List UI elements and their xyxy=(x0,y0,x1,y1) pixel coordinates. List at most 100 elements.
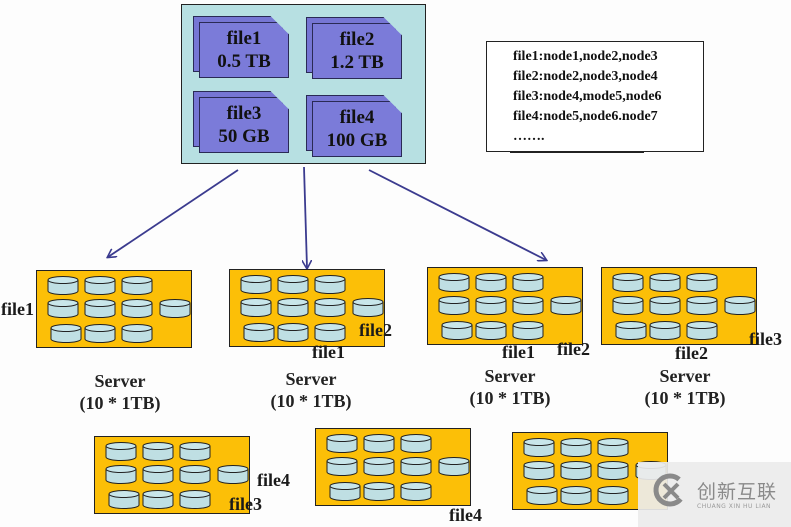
disk-icon xyxy=(314,275,346,294)
disk-icon xyxy=(105,442,137,461)
file-name: file4 xyxy=(339,107,375,128)
disk-icon xyxy=(142,490,174,509)
server-2-caption: Server (10 * 1TB) xyxy=(231,368,391,412)
disk-icon xyxy=(352,298,384,317)
disk-icon xyxy=(400,482,432,501)
disk-icon xyxy=(108,490,140,509)
disk-icon xyxy=(326,457,358,476)
disk-icon xyxy=(363,482,395,501)
disk-icon xyxy=(649,273,681,292)
disk-icon xyxy=(277,275,309,294)
arrow-to-server-2 xyxy=(304,166,307,268)
server-1-label-file1: file1 xyxy=(1,299,34,319)
disk-icon xyxy=(326,434,358,453)
disk-icon xyxy=(243,323,275,342)
mapping-line: file2:node2,node3,node4 xyxy=(513,69,658,84)
document-icon xyxy=(312,101,402,157)
disk-icon xyxy=(475,296,507,315)
server-2-label-file2: file2 xyxy=(359,320,392,340)
disk-icon xyxy=(438,457,470,476)
disk-icon xyxy=(560,486,592,505)
disk-icon xyxy=(523,438,555,457)
disk-icon xyxy=(597,461,629,480)
disk-icon xyxy=(240,298,272,317)
mapping-line: file4:node5,node6.node7 xyxy=(513,109,658,124)
disk-icon xyxy=(314,323,346,342)
disk-icon xyxy=(142,442,174,461)
disk-icon xyxy=(512,296,544,315)
document-icon xyxy=(312,23,402,79)
watermark xyxy=(638,462,791,527)
mapping-line: file3:node4,mode5,node6 xyxy=(513,89,662,104)
document-icon xyxy=(199,22,289,78)
disk-icon xyxy=(121,299,153,318)
server-6 xyxy=(315,428,471,506)
server-3-label-file2: file2 xyxy=(557,339,590,359)
file-size: 50 GB xyxy=(218,126,270,147)
disk-icon xyxy=(597,486,629,505)
disk-icon xyxy=(615,321,647,340)
server-5-label-file3: file3 xyxy=(229,494,262,514)
disk-icon xyxy=(686,273,718,292)
disk-icon xyxy=(724,296,756,315)
disk-icon xyxy=(512,273,544,292)
caption-title: Server xyxy=(94,371,146,391)
disk-icon xyxy=(50,324,82,343)
server-1 xyxy=(36,270,192,348)
disk-icon xyxy=(179,465,211,484)
caption-capacity: (10 * 1TB) xyxy=(270,391,352,411)
file-name: file3 xyxy=(226,103,262,124)
mapping-line: ……. xyxy=(513,129,545,144)
disk-icon xyxy=(277,298,309,317)
file-size: 0.5 TB xyxy=(217,51,271,72)
mapping-line: file1:node1,node2,node3 xyxy=(513,49,658,64)
server-4-caption: Server (10 * 1TB) xyxy=(605,365,765,409)
server-5 xyxy=(94,436,250,514)
disk-icon xyxy=(475,321,507,340)
disk-icon xyxy=(329,482,361,501)
server-3 xyxy=(427,267,583,345)
server-3-caption: Server (10 * 1TB) xyxy=(430,365,590,409)
disk-icon xyxy=(47,276,79,295)
disk-icon xyxy=(612,273,644,292)
disk-icon xyxy=(612,296,644,315)
watermark-subtext: CHUANG XIN HU LIAN xyxy=(697,503,772,510)
disk-icon xyxy=(475,273,507,292)
caption-capacity: (10 * 1TB) xyxy=(79,393,161,413)
caption-capacity: (10 * 1TB) xyxy=(644,388,726,408)
disk-icon xyxy=(84,299,116,318)
disk-icon xyxy=(240,275,272,294)
file-size: 1.2 TB xyxy=(330,52,384,73)
server-6-label-file4: file4 xyxy=(449,505,482,525)
disk-icon xyxy=(400,434,432,453)
disk-icon xyxy=(550,296,582,315)
file-name: file2 xyxy=(339,29,375,50)
server-1-caption: Server (10 * 1TB) xyxy=(40,370,200,414)
server-4-label-file3: file3 xyxy=(749,329,782,349)
disk-icon xyxy=(560,438,592,457)
disk-icon xyxy=(277,323,309,342)
arrow-to-server-1 xyxy=(108,169,239,257)
disk-icon xyxy=(438,273,470,292)
server-3-label-file1: file1 xyxy=(502,342,535,362)
caption-title: Server xyxy=(484,366,536,386)
caption-capacity: (10 * 1TB) xyxy=(469,388,551,408)
disk-icon xyxy=(314,298,346,317)
caption-title: Server xyxy=(659,366,711,386)
disk-icon xyxy=(400,457,432,476)
disk-icon xyxy=(560,461,592,480)
disk-icon xyxy=(159,299,191,318)
server-5-label-file4: file4 xyxy=(257,470,290,490)
disk-icon xyxy=(179,442,211,461)
disk-icon xyxy=(121,324,153,343)
server-2-label-file1: file1 xyxy=(312,342,345,362)
disk-icon xyxy=(363,434,395,453)
disk-icon xyxy=(649,321,681,340)
arrow-to-server-3 xyxy=(368,169,546,260)
